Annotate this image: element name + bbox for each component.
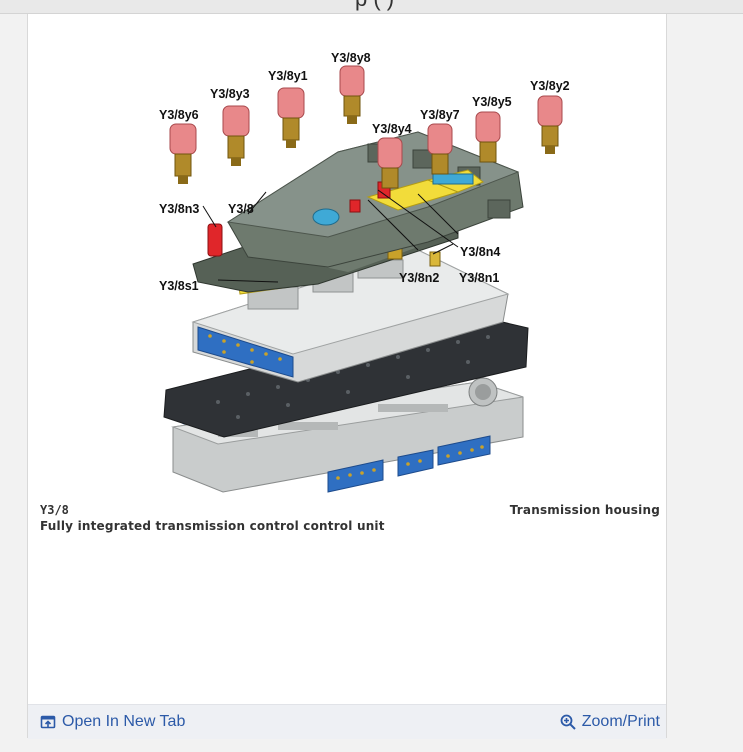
window-title-fragment: p ( ) bbox=[355, 0, 394, 12]
sensor-y3-8n1 bbox=[429, 251, 441, 267]
lower-valve-body bbox=[171, 377, 524, 493]
label-y3-8y1: Y3/8y1 bbox=[268, 69, 308, 83]
label-y3-8n4: Y3/8n4 bbox=[460, 245, 500, 259]
exploded-view-drawing: Y3/8y8 Y3/8y1 Y3/8y3 Y3/8y2 Y3/8y6 Y3/8y… bbox=[159, 51, 570, 493]
zoom-print-label: Zoom/Print bbox=[581, 713, 660, 730]
image-footer-bar: Open In New Tab Zoom/Print bbox=[28, 704, 666, 739]
solenoid-y3-8y3 bbox=[222, 105, 250, 166]
component-description: Fully integrated transmission control co… bbox=[40, 519, 385, 533]
solenoid-y3-8y5 bbox=[475, 111, 501, 163]
label-y3-8y8: Y3/8y8 bbox=[331, 51, 371, 65]
solenoid-y3-8y7 bbox=[427, 123, 453, 175]
label-y3-8n2: Y3/8n2 bbox=[399, 271, 439, 285]
open-in-new-tab-link[interactable]: Open In New Tab bbox=[40, 713, 185, 731]
component-location: Transmission housing bbox=[509, 503, 660, 517]
label-y3-8y3: Y3/8y3 bbox=[210, 87, 250, 101]
leader-lines bbox=[202, 189, 459, 283]
separator-plate bbox=[163, 313, 529, 438]
open-in-new-tab-label: Open In New Tab bbox=[62, 713, 186, 730]
label-y3-8n1: Y3/8n1 bbox=[459, 271, 499, 285]
solenoid-y3-8y6 bbox=[169, 123, 197, 184]
label-y3-8n3: Y3/8n3 bbox=[159, 202, 199, 216]
label-y3-8s1: Y3/8s1 bbox=[159, 279, 199, 293]
solenoid-y3-8y8 bbox=[339, 65, 365, 124]
zoom-in-icon bbox=[560, 714, 576, 730]
upper-valve-body bbox=[191, 249, 510, 383]
component-code: Y3/8 bbox=[40, 503, 69, 517]
label-y3-8y2: Y3/8y2 bbox=[530, 79, 570, 93]
browser-top-bar: p ( ) bbox=[0, 0, 743, 14]
solenoid-y3-8y4 bbox=[377, 137, 403, 189]
solenoid-y3-8y2 bbox=[537, 95, 563, 154]
zoom-print-link[interactable]: Zoom/Print bbox=[560, 713, 660, 731]
solenoid-y3-8y1 bbox=[277, 87, 305, 148]
label-y3-8y5: Y3/8y5 bbox=[472, 95, 512, 109]
label-y3-8y4: Y3/8y4 bbox=[372, 122, 412, 136]
label-y3-8: Y3/8 bbox=[228, 202, 254, 216]
open-new-tab-icon bbox=[40, 715, 56, 729]
label-y3-8y6: Y3/8y6 bbox=[159, 108, 199, 122]
transmission-control-unit-illustration: Y3/8y8 Y3/8y1 Y3/8y3 Y3/8y2 Y3/8y6 Y3/8y… bbox=[128, 32, 588, 508]
image-card: Y3/8y8 Y3/8y1 Y3/8y3 Y3/8y2 Y3/8y6 Y3/8y… bbox=[27, 14, 667, 739]
sensor-y3-8n3 bbox=[207, 223, 223, 257]
label-y3-8y7: Y3/8y7 bbox=[420, 108, 460, 122]
